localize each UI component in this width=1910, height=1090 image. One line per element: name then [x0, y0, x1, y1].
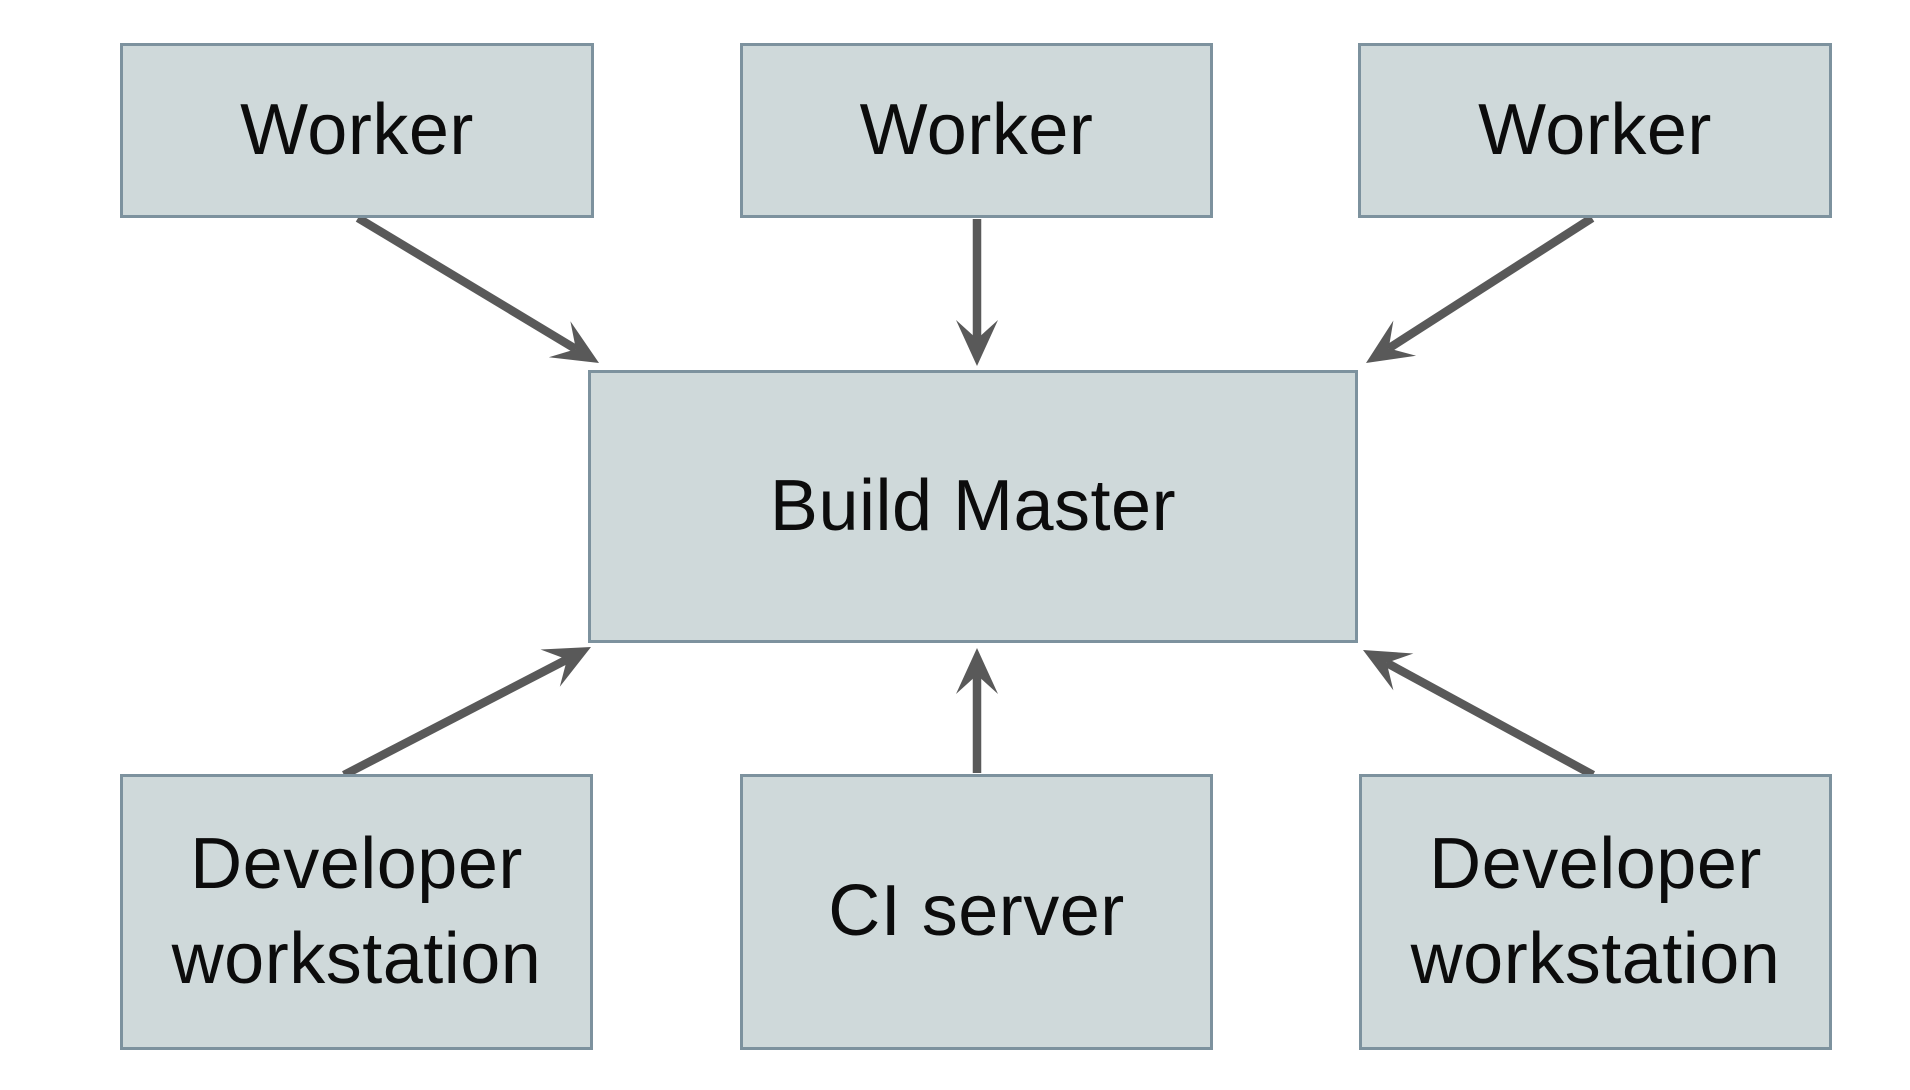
arrow-ci_server-to-build_master: [956, 648, 998, 773]
node-developer-workstation-left: Developer workstation: [120, 774, 593, 1050]
arrow-worker_1-to-build_master: [355, 214, 599, 363]
node-build-master: Build Master: [588, 370, 1358, 643]
node-ci-server-label: CI server: [828, 871, 1125, 952]
node-build-master-label: Build Master: [769, 465, 1177, 546]
node-worker-1-label: Worker: [240, 89, 474, 170]
arrow-dev_workstation_left-to-build_master: [342, 647, 591, 779]
arrow-worker_2-to-build_master: [956, 219, 998, 366]
arrow-dev_workstation_right-to-build_master: [1363, 650, 1596, 779]
node-ci-server: CI server: [740, 774, 1213, 1050]
node-worker-3-label: Worker: [1478, 89, 1712, 170]
node-developer-workstation-right: Developer workstation: [1359, 774, 1832, 1050]
node-worker-2-label: Worker: [859, 89, 1094, 170]
node-worker-1: Worker: [120, 43, 594, 218]
arrow-worker_3-to-build_master: [1366, 214, 1595, 363]
node-worker-2: Worker: [740, 43, 1213, 218]
node-developer-workstation-right-label: Developer workstation: [1410, 823, 1781, 999]
node-worker-3: Worker: [1358, 43, 1832, 218]
node-developer-workstation-left-label: Developer workstation: [171, 823, 542, 999]
